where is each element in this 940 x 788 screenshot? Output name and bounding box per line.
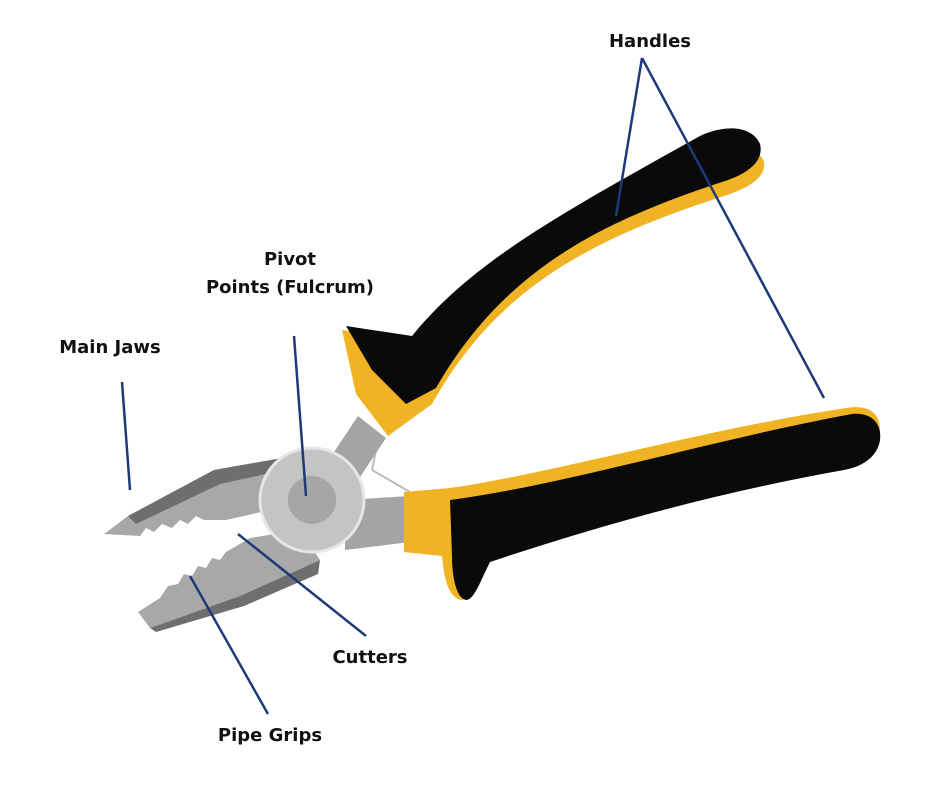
pivot-rivet bbox=[288, 476, 336, 524]
cutters-label: Cutters bbox=[332, 647, 408, 668]
pivot-label-line2: Points (Fulcrum) bbox=[205, 277, 375, 298]
lower-jaw bbox=[138, 530, 320, 628]
leader-line-pipe-grips bbox=[188, 575, 270, 715]
handles-label: Handles bbox=[608, 31, 691, 52]
lower-handle-black bbox=[450, 413, 881, 600]
pipe-grips-label: Pipe Grips bbox=[217, 725, 323, 746]
pivot-label-line1: Pivot bbox=[263, 249, 317, 270]
lower-jaw-shadow bbox=[150, 560, 320, 632]
leader-line-cutters bbox=[237, 533, 367, 637]
upper-handle-black bbox=[346, 128, 761, 404]
pivot-label: Pivot Points (Fulcrum) bbox=[190, 246, 390, 302]
leader-line-handles-upper bbox=[614, 57, 644, 217]
main-jaws-label: Main Jaws bbox=[59, 337, 161, 358]
leader-line-main-jaws bbox=[120, 381, 132, 491]
leader-line-pivot bbox=[292, 335, 308, 497]
leader-line-handles-lower bbox=[640, 57, 826, 399]
upper-jaw-shadow bbox=[128, 458, 284, 524]
